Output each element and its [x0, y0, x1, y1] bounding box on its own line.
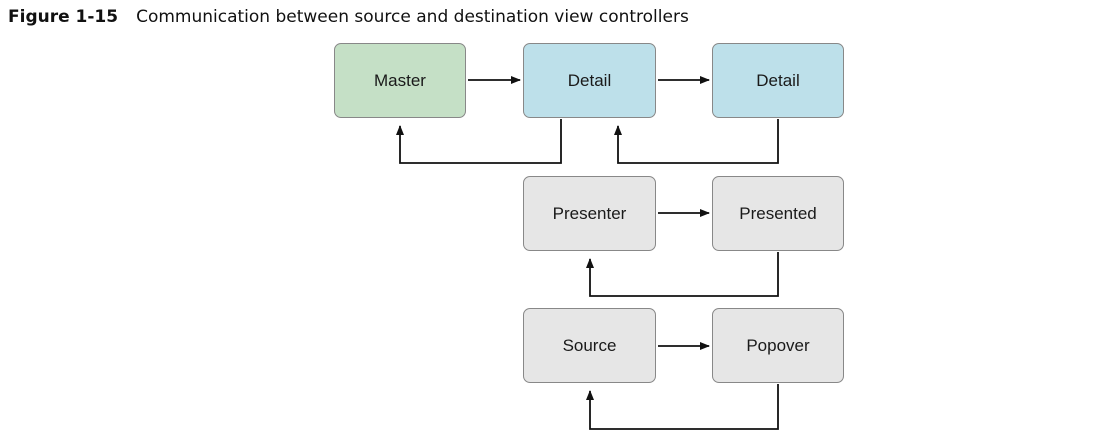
figure-title: Communication between source and destina… [136, 7, 689, 27]
detail-node-2-label: Detail [756, 70, 800, 90]
master-node: Master [334, 43, 466, 118]
popover-node: Popover [712, 308, 844, 383]
return-arrow-detail-to-master [396, 119, 562, 164]
source-node: Source [523, 308, 656, 383]
presenter-node: Presenter [523, 176, 656, 251]
source-node-label: Source [562, 335, 617, 355]
figure-number: Figure 1-15 [8, 7, 119, 27]
return-arrow-detail-to-detail [614, 119, 779, 164]
return-arrow-presented-to-presenter [586, 252, 779, 297]
master-node-label: Master [374, 70, 426, 90]
presented-node: Presented [712, 176, 844, 251]
presenter-node-label: Presenter [552, 203, 627, 223]
detail-node-1: Detail [523, 43, 656, 118]
return-arrow-popover-to-source [586, 384, 779, 430]
detail-node-2: Detail [712, 43, 844, 118]
presented-node-label: Presented [739, 203, 817, 223]
figure-caption: Figure 1-15 Communication between source … [8, 4, 689, 30]
popover-node-label: Popover [746, 335, 810, 355]
detail-node-1-label: Detail [567, 70, 612, 90]
